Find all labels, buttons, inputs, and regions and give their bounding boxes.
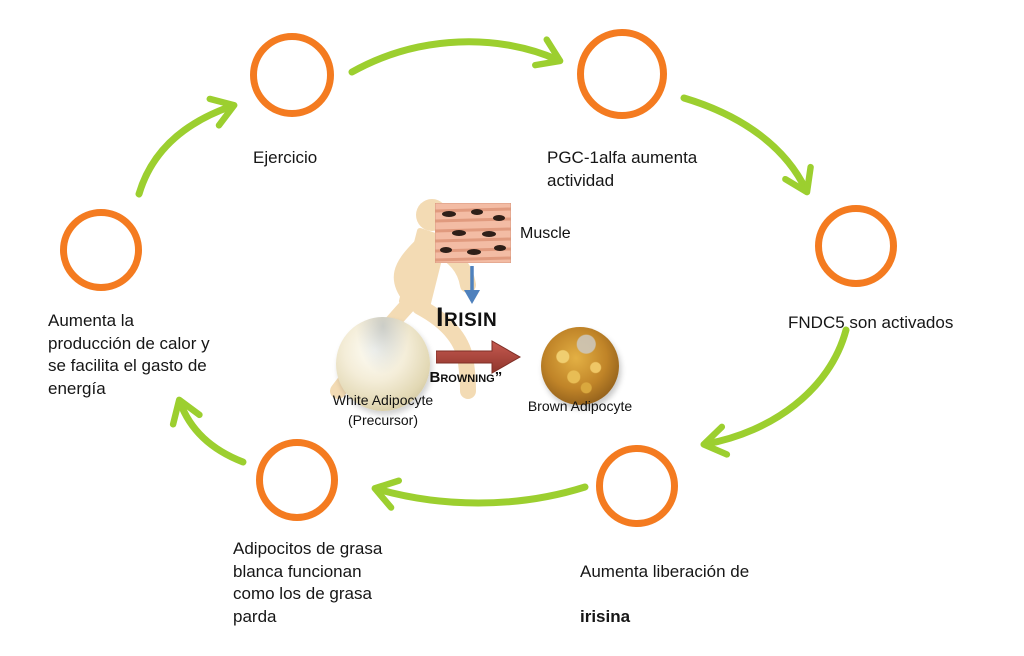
arrow-fndc5-to-irisina <box>700 326 850 458</box>
node-label-irisina-line1: Aumenta liberación de <box>580 561 750 581</box>
browning-arrow <box>436 340 522 374</box>
arrow-calor-to-ejercicio <box>135 95 238 198</box>
white-adipocyte-label-sub: (Precursor) <box>347 411 418 428</box>
muscle-label: Muscle <box>520 225 571 242</box>
node-circle-fndc5 <box>815 205 897 287</box>
irisin-label: Irisin <box>436 302 498 332</box>
white-adipocyte-image <box>336 317 430 411</box>
browning-label: “Browning” <box>422 369 503 386</box>
arrow-irisina-to-adipocitos <box>371 477 589 511</box>
node-label-calor: Aumenta la producción de calor y se faci… <box>48 311 210 398</box>
node-label-fndc5: FNDC5 son activados <box>788 313 954 332</box>
node-circle-adipocitos <box>256 439 338 521</box>
node-label-ejercicio: Ejercicio <box>253 148 318 167</box>
node-label-irisina: Aumenta liberación de irisina <box>580 538 749 628</box>
node-circle-ejercicio <box>250 33 334 117</box>
brown-adipocyte-label: Brown Adipocyte <box>527 398 633 414</box>
node-circle-irisina <box>596 445 678 527</box>
node-circle-pgc1alfa <box>577 29 667 119</box>
white-adipocyte-label: White Adipocyte (Precursor) <box>298 391 468 430</box>
node-label-irisina-bold: irisina <box>580 606 631 626</box>
muscle-tissue-image <box>434 202 512 264</box>
arrow-adipocitos-to-calor <box>169 396 247 466</box>
muscle-to-irisin-arrow <box>464 266 480 304</box>
brown-adipocyte-image <box>541 327 619 405</box>
node-circle-calor <box>60 209 142 291</box>
arrow-ejercicio-to-pgc1alfa <box>348 36 564 76</box>
node-label-adipocitos: Adipocitos de grasa blanca funcionan com… <box>233 539 383 626</box>
node-label-pgc1alfa: PGC-1alfa aumenta actividad <box>547 148 698 190</box>
white-adipocyte-label-main: White Adipocyte <box>332 392 434 408</box>
arrow-pgc1alfa-to-fndc5 <box>680 94 814 196</box>
runner-back-arm <box>393 239 428 305</box>
